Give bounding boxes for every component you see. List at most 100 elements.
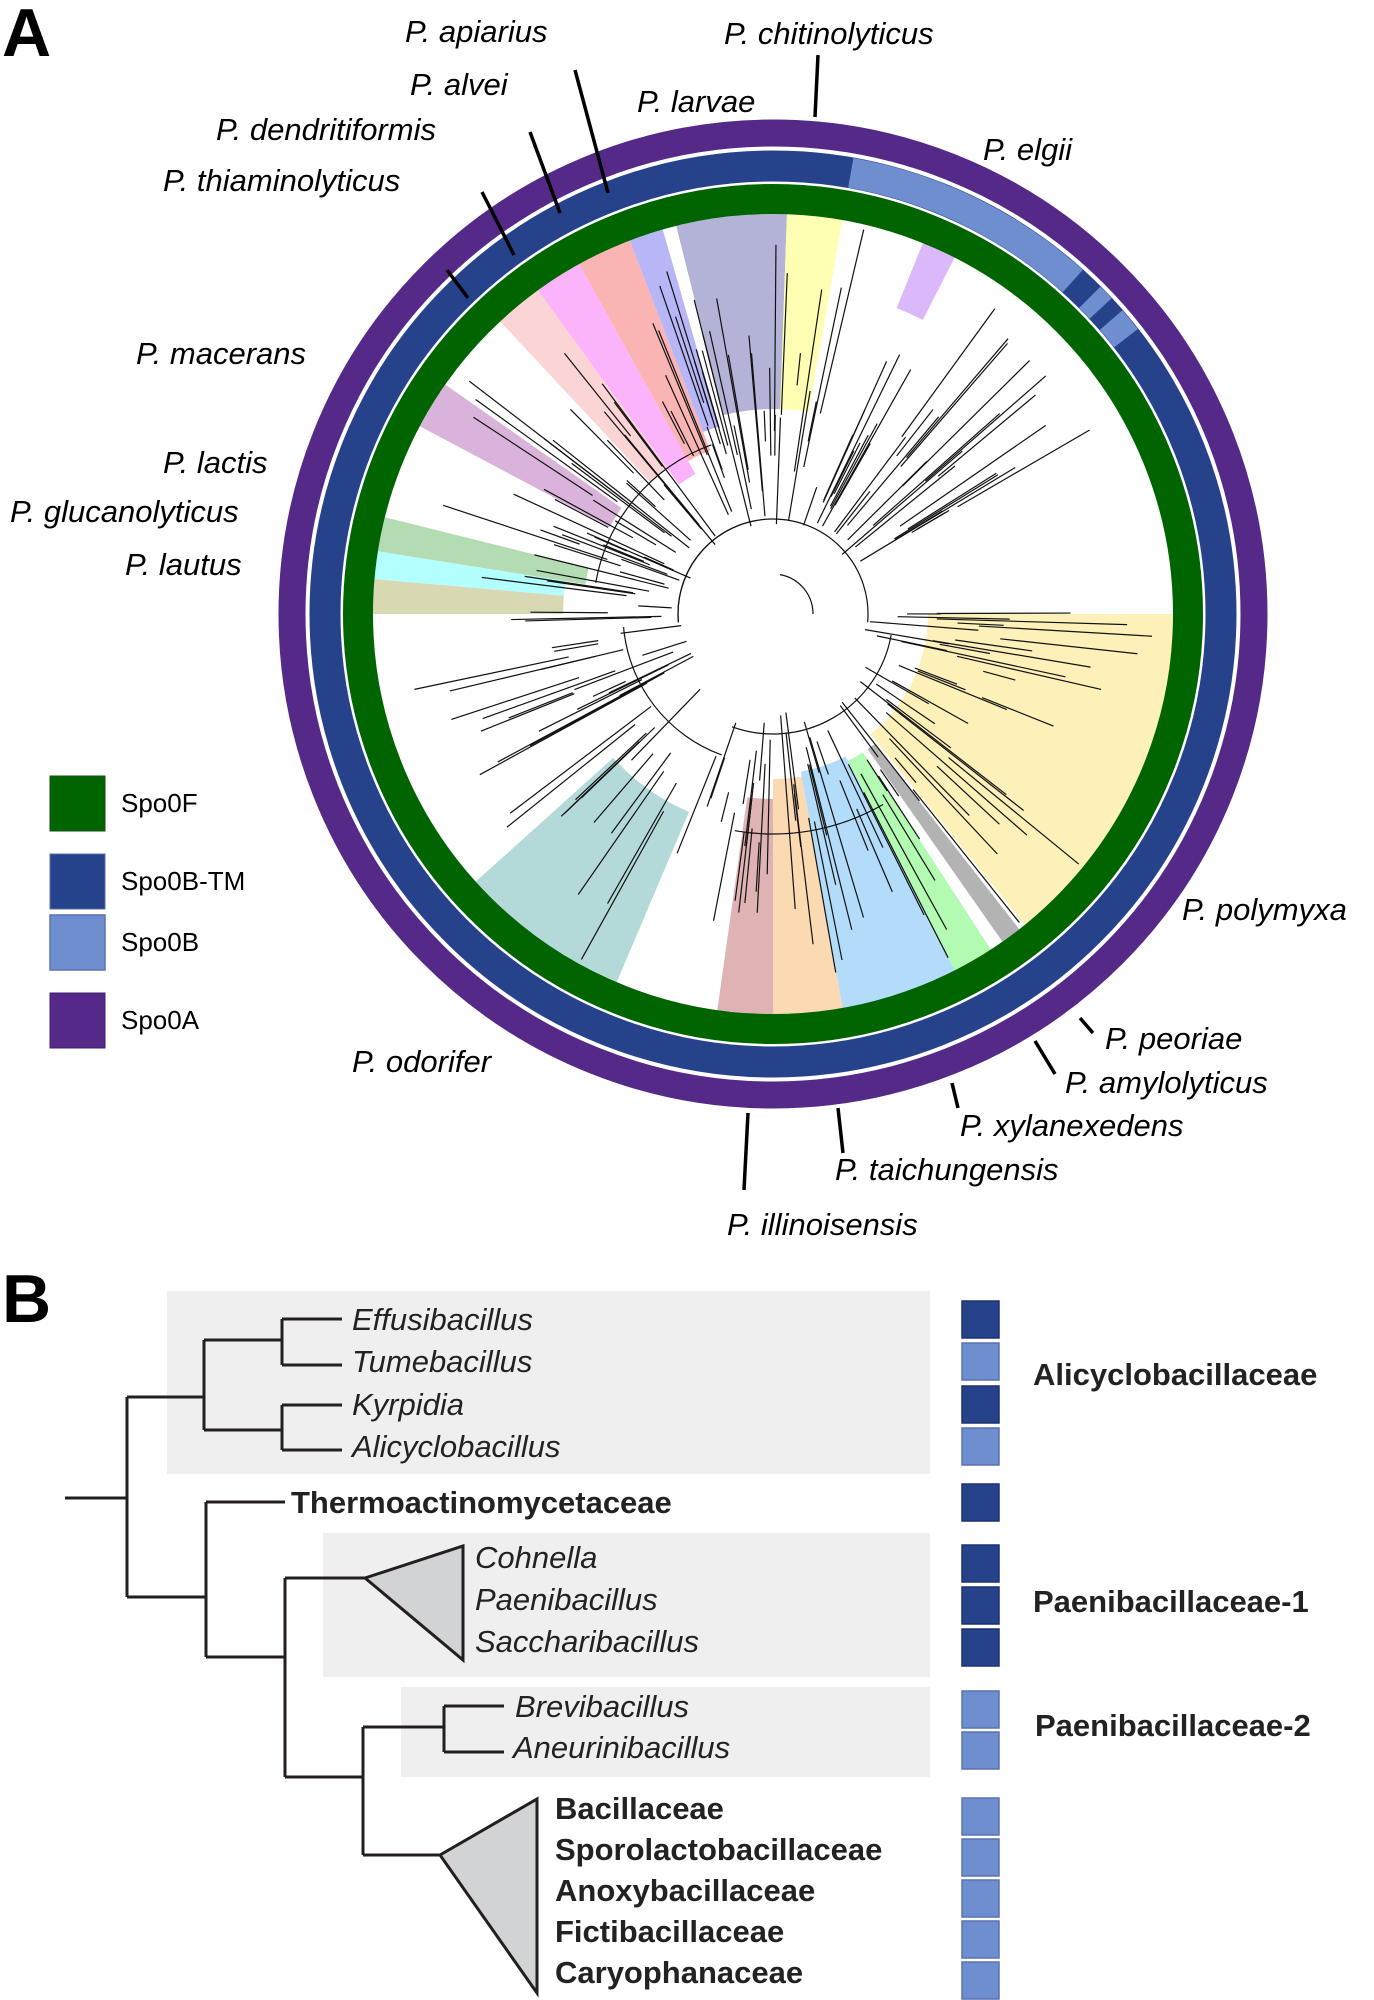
label-thiaminolyticus: P. thiaminolyticus: [163, 163, 400, 198]
tree-branch: [809, 737, 865, 918]
spo0b-type-squares: [961, 1300, 1000, 2000]
tree-branch: [863, 792, 949, 958]
legend-swatch-spo0b: [49, 914, 106, 971]
label-odorifer: P. odorifer: [352, 1044, 493, 1079]
spo0b-square: [961, 1586, 1000, 1625]
legend-label-spo0a: Spo0A: [121, 1005, 200, 1035]
tree-branch: [978, 625, 1153, 637]
tree-branch: [734, 832, 745, 901]
tree-branch: [577, 770, 665, 895]
tree-branch: [793, 289, 823, 472]
tree-branch: [763, 410, 767, 442]
tree-branch: [626, 479, 656, 508]
taxon-kyrpidia: Kyrpidia: [352, 1387, 464, 1422]
tree-branch: [834, 436, 907, 533]
tree-branch: [827, 730, 884, 848]
tree-branch: [830, 450, 855, 497]
ring-spo0b: [309, 150, 1237, 1078]
leader-peoriae: [1078, 1016, 1095, 1035]
tree-branch: [916, 512, 946, 530]
tree-branch: [807, 401, 817, 442]
tree-branch: [592, 680, 626, 697]
tree-branch: [543, 488, 634, 539]
tree-branch: [642, 640, 687, 656]
clade-wedges: [373, 214, 1173, 1014]
panel-b-letter: B: [2, 1261, 51, 1337]
tree-branch: [554, 643, 599, 652]
tree-branch: [619, 571, 665, 585]
clade-wedge: [579, 240, 711, 461]
legend-swatch-spo0f: [49, 775, 106, 832]
label-taichungensis: P. taichungensis: [835, 1152, 1058, 1187]
tree-branch: [917, 670, 966, 691]
leader-dendritiformis: [480, 191, 516, 256]
tree-branch: [652, 323, 708, 456]
tree-branch: [872, 413, 1001, 526]
tree-branch: [787, 390, 811, 522]
label-larvae: P. larvae: [637, 84, 755, 119]
tree-branch: [442, 504, 608, 561]
tree-branch: [524, 575, 634, 594]
clade-wedge: [676, 214, 787, 416]
group-label-paenibacillaceae-2: Paenibacillaceae-2: [1035, 1708, 1311, 1743]
legend-swatch-spo0a: [49, 992, 106, 1049]
ring-spo0b-segment: [1099, 310, 1138, 348]
tree-branch: [594, 536, 627, 552]
label-leader-lines: [445, 54, 1095, 1191]
label-chitinolyticus: P. chitinolyticus: [724, 16, 934, 51]
tree-branch: [536, 569, 650, 592]
tree-branch: [780, 273, 788, 415]
taxon-paenibacillus: Paenibacillus: [475, 1582, 658, 1617]
clade-wedge: [500, 290, 668, 483]
taxon-cohnella: Cohnella: [475, 1540, 597, 1575]
tree-branch: [780, 715, 796, 910]
tree-branch: [803, 287, 842, 468]
tree-branch: [538, 679, 643, 732]
tree-branch: [885, 712, 1028, 836]
tree-branch: [816, 354, 901, 524]
group-box-paenibacillaceae-2: [401, 1687, 930, 1777]
clade-wedge: [374, 551, 566, 596]
tree-arc: [677, 519, 757, 623]
tree-branch: [891, 680, 969, 725]
legend-label-spo0b: Spo0B: [121, 927, 199, 957]
tree-branch: [480, 693, 575, 732]
tree-branch: [547, 580, 636, 595]
tree-branch: [727, 354, 749, 470]
tree-branch: [658, 330, 733, 512]
tree-branch: [614, 520, 657, 546]
tree-branch: [846, 416, 940, 526]
tree-branch: [808, 817, 837, 973]
leader-xylanexedens: [950, 1082, 960, 1109]
legend: Spo0F Spo0B-TM Spo0B Spo0A: [49, 775, 245, 1049]
tree-branch: [744, 750, 757, 847]
tree-branch: [829, 434, 869, 507]
leader-amylolyticus: [1033, 1040, 1057, 1075]
tree-branch: [733, 425, 752, 510]
spo0b-square: [961, 1797, 1000, 1836]
tree-branch: [659, 285, 709, 426]
spo0b-square: [961, 1385, 1000, 1424]
tree-branch: [912, 789, 1020, 924]
leader-alvei: [528, 131, 562, 214]
tree-branch: [785, 712, 800, 810]
tree-branch: [839, 705, 879, 758]
spo0b-square: [961, 1427, 1000, 1466]
tree-branch: [711, 444, 725, 479]
tree-branch: [601, 383, 716, 537]
taxon-saccharibacillus: Saccharibacillus: [475, 1624, 699, 1659]
tree-branch: [701, 350, 729, 446]
tree-branch: [624, 434, 700, 525]
tree-branch: [695, 349, 720, 429]
tree-branch: [897, 616, 1010, 620]
taxon-alicyclobacillus: Alicyclobacillus: [350, 1429, 560, 1464]
tree-branch: [841, 701, 920, 802]
tree-branch: [607, 782, 677, 904]
tree-branch: [957, 622, 1004, 626]
tree-branch: [540, 655, 596, 670]
tree-branch: [720, 792, 730, 822]
spo0b-square: [961, 1961, 1000, 2000]
label-lactis: P. lactis: [163, 445, 268, 480]
label-illinoisensis: P. illinoisensis: [727, 1207, 918, 1242]
